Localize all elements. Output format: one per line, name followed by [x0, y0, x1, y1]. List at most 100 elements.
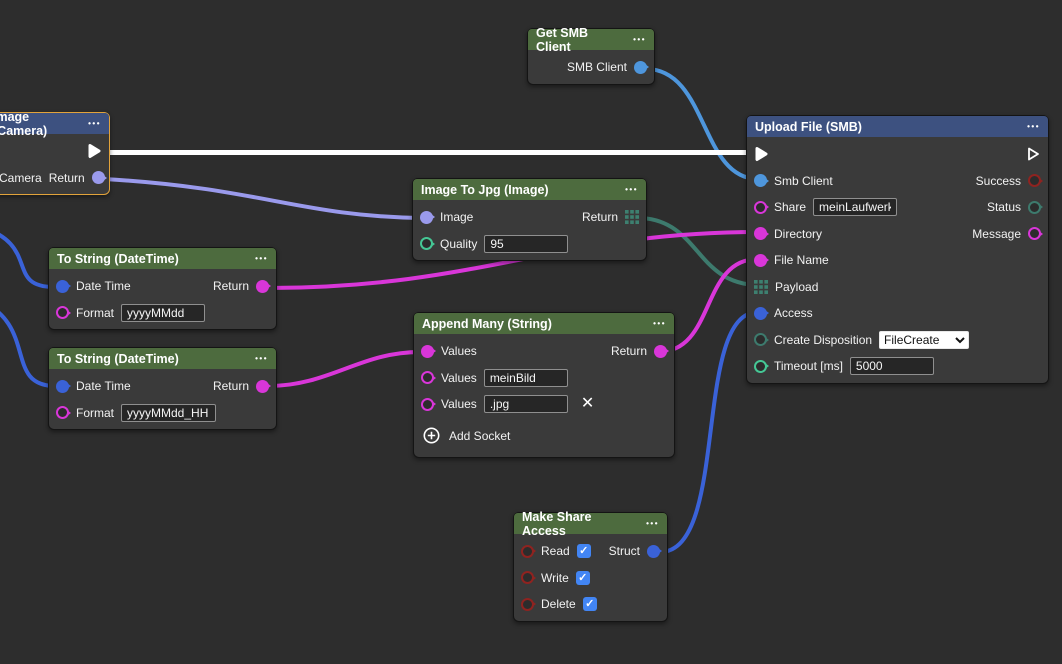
share-input[interactable]: [813, 198, 898, 217]
node-header[interactable]: To String (DateTime) •••: [49, 348, 276, 369]
input-label-timeout: Timeout [ms]: [774, 359, 843, 374]
remove-socket-icon[interactable]: ✕: [580, 395, 595, 413]
socket-values-input[interactable]: [421, 344, 434, 358]
node-title: To String (DateTime): [57, 251, 179, 266]
socket-smb-client-input[interactable]: [754, 174, 767, 188]
read-checkbox[interactable]: [576, 544, 591, 559]
node-to-string-datetime-1[interactable]: To String (DateTime) ••• Date Time Retur…: [48, 247, 277, 330]
node-image-camera[interactable]: Image (Camera) ••• Camera Return: [0, 110, 110, 195]
add-socket-label: Add Socket: [449, 428, 511, 443]
node-header[interactable]: Image To Jpg (Image) •••: [413, 179, 646, 200]
format-row: Format: [49, 300, 276, 327]
socket-delete-input[interactable]: [521, 597, 534, 611]
node-append-many[interactable]: Append Many (String) ••• Values Return V…: [413, 312, 675, 458]
socket-struct-output[interactable]: [647, 544, 660, 558]
socket-message-output[interactable]: [1028, 227, 1041, 241]
output-label-return: Return: [212, 379, 249, 394]
format-input[interactable]: [121, 303, 206, 322]
socket-write-input[interactable]: [521, 571, 534, 585]
node-header[interactable]: Get SMB Client •••: [528, 26, 654, 54]
struct-grid-socket-output[interactable]: [625, 210, 639, 225]
socket-values3-input[interactable]: [421, 397, 434, 411]
create-disposition-select[interactable]: FileCreate: [879, 330, 970, 349]
wire-datetime-2[interactable]: [0, 300, 55, 388]
node-header[interactable]: To String (DateTime) •••: [49, 248, 276, 269]
node-menu-icon[interactable]: •••: [646, 519, 659, 528]
wire-payload[interactable]: [641, 216, 759, 287]
socket-access-input[interactable]: [754, 306, 767, 320]
input-label-values: Values: [441, 397, 477, 412]
node-menu-icon[interactable]: •••: [633, 35, 646, 44]
output-row-smb-client: SMB Client: [528, 54, 654, 81]
exec-input-icon[interactable]: [754, 146, 769, 162]
node-title: Make Share Access: [522, 509, 592, 538]
node-menu-icon[interactable]: •••: [255, 354, 268, 363]
socket-image-input[interactable]: [420, 210, 433, 224]
input-label-quality: Quality: [440, 236, 478, 251]
wire-values[interactable]: [267, 350, 421, 388]
socket-quality-input[interactable]: [420, 237, 433, 251]
wire-datetime-1[interactable]: [0, 226, 55, 289]
quality-input[interactable]: [484, 234, 569, 253]
node-get-smb-client[interactable]: Get SMB Client ••• SMB Client: [527, 26, 655, 85]
node-header[interactable]: Upload File (SMB) •••: [747, 116, 1048, 137]
node-menu-icon[interactable]: •••: [88, 119, 101, 128]
socket-success-output[interactable]: [1028, 174, 1041, 188]
socket-datetime-input[interactable]: [56, 379, 69, 393]
node-header[interactable]: Make Share Access •••: [514, 510, 667, 538]
write-checkbox[interactable]: [575, 570, 590, 585]
exec-output-icon[interactable]: [87, 143, 102, 159]
node-menu-icon[interactable]: •••: [1027, 122, 1040, 131]
socket-return-output[interactable]: [256, 279, 269, 293]
wire-camera-image[interactable]: [103, 177, 421, 220]
write-row: Write: [514, 565, 667, 592]
output-label-success: Success: [975, 173, 1021, 188]
wire-smb-client[interactable]: [645, 67, 759, 181]
struct-grid-socket-payload-input[interactable]: [754, 279, 768, 294]
socket-return-output[interactable]: [91, 171, 105, 185]
exec-output-icon[interactable]: [1026, 146, 1041, 162]
values2-input[interactable]: [483, 368, 568, 387]
values3-input[interactable]: [483, 395, 568, 414]
socket-share-input[interactable]: [754, 200, 767, 214]
socket-read-input[interactable]: [521, 544, 534, 558]
node-menu-icon[interactable]: •••: [625, 185, 638, 194]
node-menu-icon[interactable]: •••: [653, 319, 666, 328]
socket-smb-client-output[interactable]: [634, 60, 647, 74]
socket-timeout-input[interactable]: [754, 359, 767, 373]
wire-access[interactable]: [659, 310, 759, 554]
timeout-input[interactable]: [849, 357, 934, 376]
socket-directory-input[interactable]: [754, 227, 767, 241]
node-to-string-datetime-2[interactable]: To String (DateTime) ••• Date Time Retur…: [48, 347, 277, 430]
node-header[interactable]: Image (Camera) •••: [0, 110, 109, 138]
socket-return-output[interactable]: [256, 379, 269, 393]
format-input[interactable]: [121, 403, 217, 422]
input-label-create-disposition: Create Disposition: [774, 332, 873, 347]
input-label-format: Format: [76, 305, 115, 320]
add-socket-button[interactable]: Add Socket: [414, 418, 674, 454]
wire-file-name[interactable]: [657, 257, 759, 354]
socket-datetime-input[interactable]: [56, 279, 69, 293]
socket-format-input[interactable]: [56, 406, 69, 420]
quality-row: Quality: [413, 231, 646, 258]
input-label-camera: Camera: [0, 170, 42, 185]
node-menu-icon[interactable]: •••: [255, 254, 268, 263]
exec-row: [747, 141, 1048, 168]
node-header[interactable]: Append Many (String) •••: [414, 313, 674, 334]
node-upload-file-smb[interactable]: Upload File (SMB) ••• Smb Client Success: [746, 115, 1049, 384]
delete-row: Delete: [514, 591, 667, 618]
socket-create-disposition-input[interactable]: [754, 333, 767, 347]
node-image-to-jpg[interactable]: Image To Jpg (Image) ••• Image Return: [412, 178, 647, 261]
output-label-return: Return: [610, 344, 647, 359]
socket-values2-input[interactable]: [421, 371, 434, 385]
delete-checkbox[interactable]: [582, 597, 597, 612]
node-make-share-access[interactable]: Make Share Access ••• Read Struct Write …: [513, 510, 668, 622]
socket-format-input[interactable]: [56, 306, 69, 320]
socket-status-output[interactable]: [1028, 200, 1041, 214]
input-label-smb-client: Smb Client: [774, 173, 833, 188]
values-return-row: Values Return: [414, 338, 674, 365]
socket-file-name-input[interactable]: [754, 253, 767, 267]
socket-return-output[interactable]: [654, 344, 667, 358]
